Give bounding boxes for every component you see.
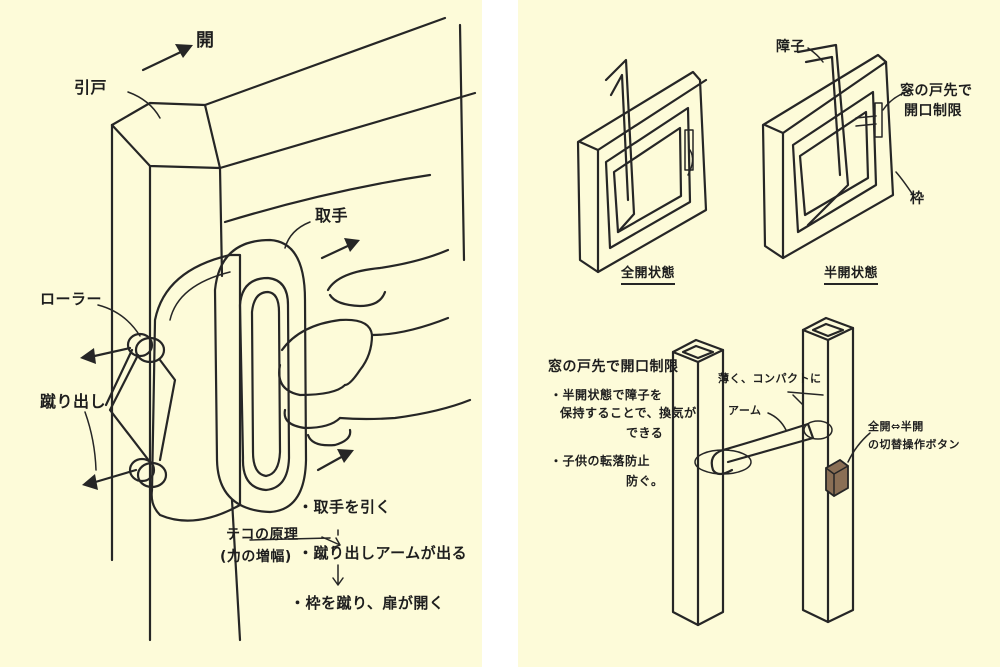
bullet2-line2: 防ぐ。 <box>626 474 664 488</box>
bullet2-line1: ・子供の転落防止 <box>550 454 651 468</box>
flow-lever <box>249 537 331 541</box>
label-full-open: 全開状態 <box>621 262 676 285</box>
thumb <box>328 290 387 308</box>
label-arm: アーム <box>728 404 762 417</box>
open-arrow-head <box>175 44 193 58</box>
handle-outer <box>213 238 308 514</box>
kick-arrow-top-head <box>80 348 96 364</box>
flow-arrow-2 <box>332 564 344 586</box>
hand-outline <box>278 248 450 447</box>
pull-arrow-top-shaft <box>320 242 354 260</box>
right-panel: 障子 窓の戸先で 開口制限 枠 全開状態 半開状態 窓の戸先で開口制限 ・半開状… <box>518 0 1000 667</box>
arm-links <box>104 348 177 464</box>
label-handle: 取手 <box>315 206 349 225</box>
half-open-window <box>761 43 895 260</box>
label-frame: 枠 <box>910 191 925 207</box>
switch-button <box>825 458 849 498</box>
left-panel: 引戸 開 取手 ローラー 蹴り出し テコの原理 (力の増幅) ・取手を引く ・蹴… <box>0 0 482 667</box>
label-sliding-door: 引戸 <box>74 78 108 97</box>
label-stopper-1: 窓の戸先で <box>900 83 973 99</box>
bullet1-line1: ・半開状態で障子を <box>550 388 663 402</box>
arm-pivot-circle <box>803 420 833 440</box>
door-panel-line <box>223 173 432 224</box>
handle-inner-2 <box>250 290 282 478</box>
kick-arrow-top-shaft <box>88 346 132 359</box>
door-top-front <box>110 91 477 170</box>
hand-back <box>338 333 472 421</box>
arm <box>721 422 815 464</box>
handle-inner <box>238 276 291 492</box>
label-compact: 薄く、コンパクトに <box>718 372 822 385</box>
label-step3: ・枠を蹴り、扉が開く <box>290 594 445 612</box>
window-stopper-sketch <box>576 43 914 627</box>
label-switch-1: 全開⇔半開 <box>868 420 924 433</box>
pull-arrow-bottom-head <box>337 449 354 463</box>
left-post <box>671 338 725 627</box>
pull-arrow-top-head <box>344 238 360 252</box>
label-kickout: 蹴り出し <box>40 392 107 411</box>
leader-kickout <box>84 411 97 471</box>
door-front-right <box>218 166 224 278</box>
label-stopper-2: 開口制限 <box>904 103 962 119</box>
leader-handle <box>284 221 311 249</box>
bullet1-line2: 保持することで、換気が <box>560 406 697 420</box>
leader-frame <box>895 171 914 196</box>
label-shoji: 障子 <box>776 39 805 55</box>
label-step1: ・取手を引く <box>298 498 392 516</box>
label-switch-2: の切替操作ボタン <box>868 438 960 451</box>
switch-leader <box>847 432 871 463</box>
kick-arrow-bottom-head <box>82 474 98 490</box>
door-panel-line-2 <box>458 23 466 262</box>
door-top-edge <box>110 16 447 127</box>
roller-bottom-2 <box>128 457 156 483</box>
section-title: 窓の戸先で開口制限 <box>548 359 679 375</box>
compact-leader <box>787 391 824 406</box>
leader-sliding-door <box>127 91 161 119</box>
door-front-right-lower <box>230 498 242 642</box>
open-arrow-shaft <box>141 48 187 72</box>
label-lever-2: (力の増幅) <box>220 549 292 565</box>
door-top-divider <box>203 103 222 170</box>
arm-end-circle <box>694 449 752 475</box>
leader-roller <box>97 304 141 337</box>
label-half-open: 半開状態 <box>824 262 879 285</box>
sliding-door-kickout-sketch <box>80 16 477 642</box>
kick-arrow-bottom-shaft <box>90 468 138 485</box>
label-roller: ローラー <box>40 290 103 308</box>
roller-top-2 <box>126 332 154 358</box>
arm-leader <box>767 412 787 431</box>
housing-plate-inner <box>169 271 231 321</box>
leader-window-stopper <box>882 89 914 111</box>
bullet1-line3: できる <box>626 426 664 440</box>
full-open-window <box>576 58 708 274</box>
leader-shoji <box>807 47 824 63</box>
pull-arrow-bottom-shaft <box>316 453 347 472</box>
label-lever-1: テコの原理 <box>226 527 299 543</box>
label-step2: ・蹴り出しアームが出る <box>298 544 468 562</box>
label-open: 開 <box>196 30 215 51</box>
housing-plate <box>150 253 242 522</box>
